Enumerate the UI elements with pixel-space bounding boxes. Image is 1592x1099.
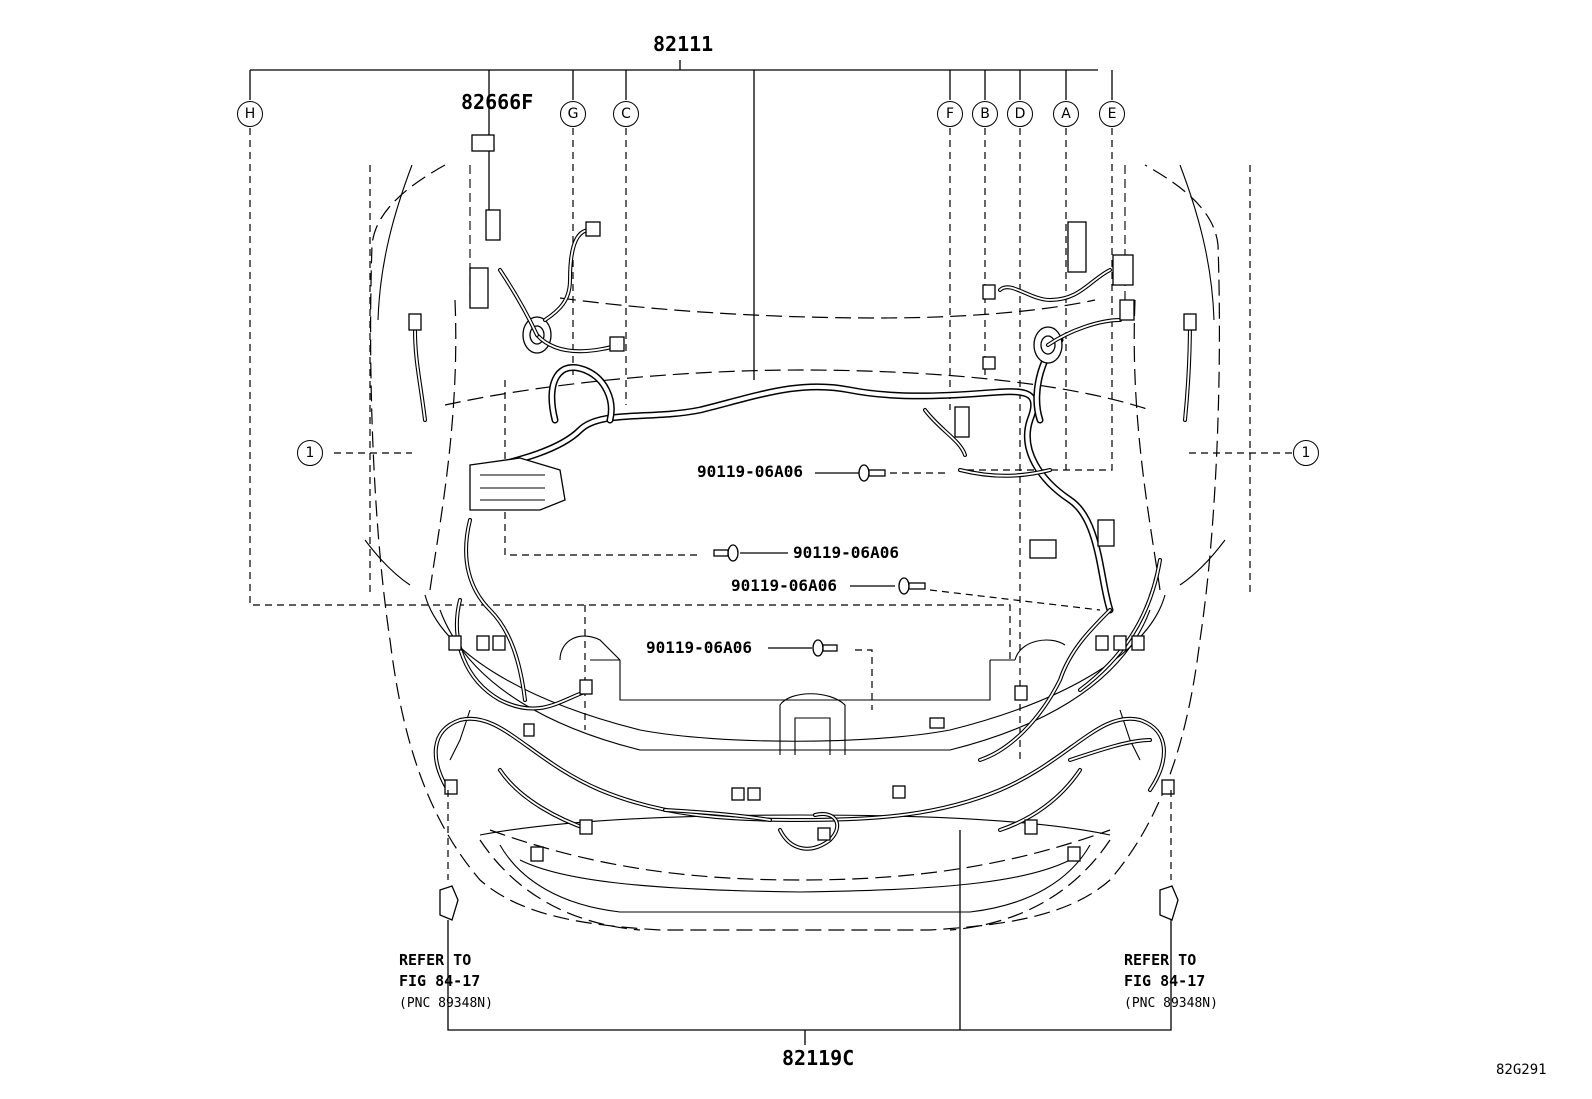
callout-g: G [560,101,586,127]
side-callout-left: 1 [297,440,323,466]
body-panels [364,164,1226,913]
main-harness-part-label: 82111 [653,32,714,56]
callout-h: H [237,101,263,127]
callout-d: D [1007,101,1033,127]
callout-leaders [249,128,1292,760]
bolt-part-label: 90119-06A06 [793,543,899,562]
diagram-id: 82G291 [1496,1062,1547,1078]
callout-c: C [613,101,639,127]
connector-icon [408,134,1197,921]
callout-b: B [972,101,998,127]
bolt-icon [713,464,926,657]
callout-f: F [937,101,963,127]
callout-a: A [1053,101,1079,127]
main-harness-drawing [469,316,1114,614]
bolt-part-label: 90119-06A06 [646,638,752,657]
main-harness-bracket [249,60,1113,380]
reference-note-right: REFER TO FIG 84-17 (PNC 89348N) [1124,951,1218,1011]
front-harness-drawing [433,716,1166,851]
bolt-leaders [740,472,895,649]
front-harness-bracket [447,790,1172,1045]
bolt-part-label: 90119-06A06 [731,576,837,595]
vehicle-body-outline [369,164,1221,931]
reference-note-left: REFER TO FIG 84-17 (PNC 89348N) [399,951,493,1011]
bolt-part-label: 90119-06A06 [697,462,803,481]
front-harness-part-label: 82119C [782,1046,855,1070]
relay-part-label: 82666F [461,90,534,114]
callout-e: E [1099,101,1125,127]
side-callout-right: 1 [1293,440,1319,466]
